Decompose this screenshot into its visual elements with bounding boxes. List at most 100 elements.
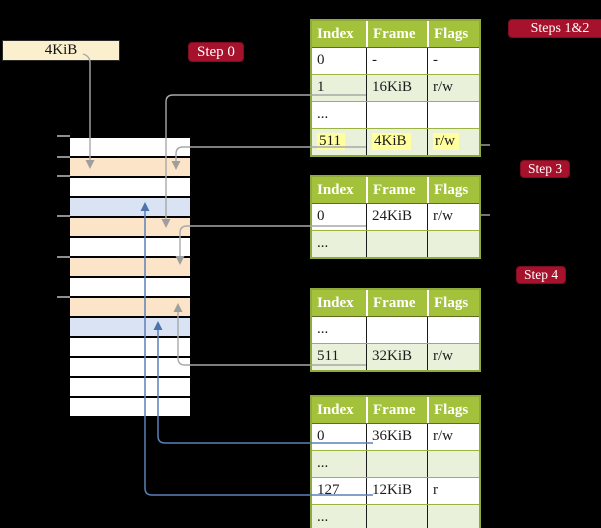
cell-text: 0 — [317, 52, 325, 68]
cell-text: r/w — [433, 79, 453, 95]
memory-frame-row-page-table — [70, 216, 190, 236]
cell-frame — [366, 231, 427, 257]
cell-index: 511 — [312, 344, 366, 370]
cell-index: 0 — [312, 424, 366, 450]
memory-frame-row-page-table — [70, 256, 190, 276]
cell-text: 511 — [317, 133, 345, 150]
cell-frame — [366, 317, 427, 343]
badge-step-3: Step 3 — [520, 160, 571, 178]
cell-text: 127 — [317, 482, 340, 498]
cell-text: 12KiB — [372, 482, 413, 498]
memory-frame-row-page-table — [70, 296, 190, 316]
frame-size-label: 4KiB — [2, 40, 120, 61]
column-header-index: Index — [312, 290, 366, 316]
cell-index: 1 — [312, 75, 366, 101]
tick-mark — [57, 215, 70, 217]
tick-mark — [57, 175, 70, 177]
column-header-frame: Frame — [366, 177, 427, 203]
physical-memory-stack — [70, 136, 190, 418]
column-header-index: Index — [312, 21, 366, 47]
cell-text: 36KiB — [372, 428, 413, 444]
cell-text: r/w — [433, 208, 453, 224]
cell-text: 0 — [317, 428, 325, 444]
memory-frame-row-free — [70, 376, 190, 396]
page-table-row: ... — [312, 316, 479, 343]
cell-flags — [427, 505, 479, 528]
cell-frame: 16KiB — [366, 75, 427, 101]
column-header-frame: Frame — [366, 21, 427, 47]
cell-text: ... — [317, 321, 329, 337]
cell-index: ... — [312, 102, 366, 128]
page-table-row: 0 36KiB r/w — [312, 423, 479, 450]
cell-text: 4KiB — [372, 133, 411, 150]
cell-frame — [366, 505, 427, 528]
cell-text: 16KiB — [372, 79, 413, 95]
column-header-flags: Flags — [427, 21, 479, 47]
cell-text: 1 — [317, 79, 325, 95]
cell-text: 0 — [317, 208, 325, 224]
memory-frame-row-page-table — [70, 156, 190, 176]
cell-frame — [366, 451, 427, 477]
memory-frame-row-data-page — [70, 196, 190, 216]
memory-frame-row-free — [70, 136, 190, 156]
page-table-row: ... — [312, 450, 479, 477]
cell-flags: r/w — [427, 129, 479, 155]
page-table-row: 127 12KiB r — [312, 477, 479, 504]
page-table-row: ... — [312, 101, 479, 128]
cell-flags: r/w — [427, 344, 479, 370]
cell-text: - — [372, 52, 377, 68]
memory-frame-row-free — [70, 396, 190, 418]
cell-text: ... — [317, 509, 329, 525]
tick-mark — [57, 135, 70, 137]
cell-flags — [427, 451, 479, 477]
cell-index: ... — [312, 505, 366, 528]
column-header-index: Index — [312, 397, 366, 423]
memory-frame-row-free — [70, 176, 190, 196]
memory-frame-row-free — [70, 336, 190, 356]
cell-index: ... — [312, 231, 366, 257]
column-header-flags: Flags — [427, 177, 479, 203]
badge-step-0: Step 0 — [188, 42, 244, 62]
cell-frame — [366, 102, 427, 128]
tick-mark — [57, 296, 70, 298]
cell-frame: - — [366, 48, 427, 74]
cell-flags — [427, 317, 479, 343]
cell-flags: r/w — [427, 204, 479, 230]
badge-step-4: Step 4 — [516, 266, 567, 284]
cell-flags: r/w — [427, 424, 479, 450]
cell-flags — [427, 102, 479, 128]
cell-flags: - — [427, 48, 479, 74]
page-table-row: 511 4KiB r/w — [312, 128, 479, 155]
badge-steps-1-2: Steps 1&2 — [508, 19, 601, 38]
cell-text: r/w — [433, 133, 459, 150]
cell-frame: 32KiB — [366, 344, 427, 370]
page-table-row: ... — [312, 230, 479, 257]
page-table-row: 1 16KiB r/w — [312, 74, 479, 101]
column-header-flags: Flags — [427, 290, 479, 316]
cell-index: 0 — [312, 204, 366, 230]
cell-frame: 4KiB — [366, 129, 427, 155]
cell-index: ... — [312, 451, 366, 477]
page-table-row: 0 24KiB r/w — [312, 203, 479, 230]
column-header-frame: Frame — [366, 290, 427, 316]
column-header-flags: Flags — [427, 397, 479, 423]
cell-flags: r/w — [427, 75, 479, 101]
memory-frame-row-free — [70, 356, 190, 376]
tick-mark — [57, 256, 70, 258]
cell-frame: 24KiB — [366, 204, 427, 230]
memory-frame-row-data-page — [70, 316, 190, 336]
column-header-frame: Frame — [366, 397, 427, 423]
cell-flags: r — [427, 478, 479, 504]
memory-frame-row-free — [70, 276, 190, 296]
cell-text: ... — [317, 455, 329, 471]
cell-text: 511 — [317, 348, 339, 364]
